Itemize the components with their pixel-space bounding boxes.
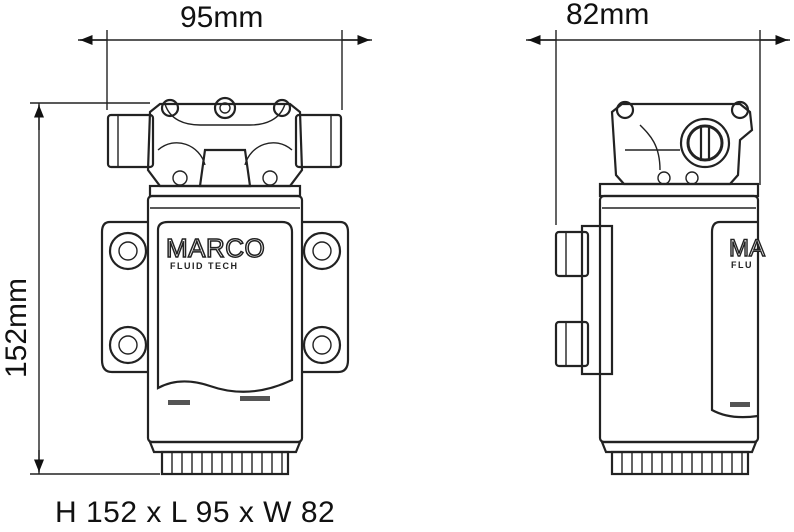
- pump-front-view: [100, 96, 350, 476]
- side-logo-text: MA: [729, 235, 765, 262]
- length-label: 95mm: [180, 1, 263, 34]
- logo-subtext: FLUID TECH: [170, 261, 239, 271]
- side-logo-subtext: FLU: [731, 260, 753, 270]
- brand-logo: MARCO FLUID TECH: [165, 232, 265, 271]
- pump-side-view: [554, 100, 760, 476]
- logo-text: MARCO: [166, 233, 265, 263]
- dimensions-caption: H 152 x L 95 x W 82: [55, 496, 336, 529]
- height-label: 152mm: [0, 278, 33, 378]
- dimension-height: 152mm: [0, 102, 160, 475]
- dimension-length: 95mm: [78, 1, 372, 110]
- width-label: 82mm: [566, 0, 649, 31]
- dimension-width: 82mm: [526, 0, 790, 225]
- side-brand-logo: MA FLU: [728, 234, 765, 270]
